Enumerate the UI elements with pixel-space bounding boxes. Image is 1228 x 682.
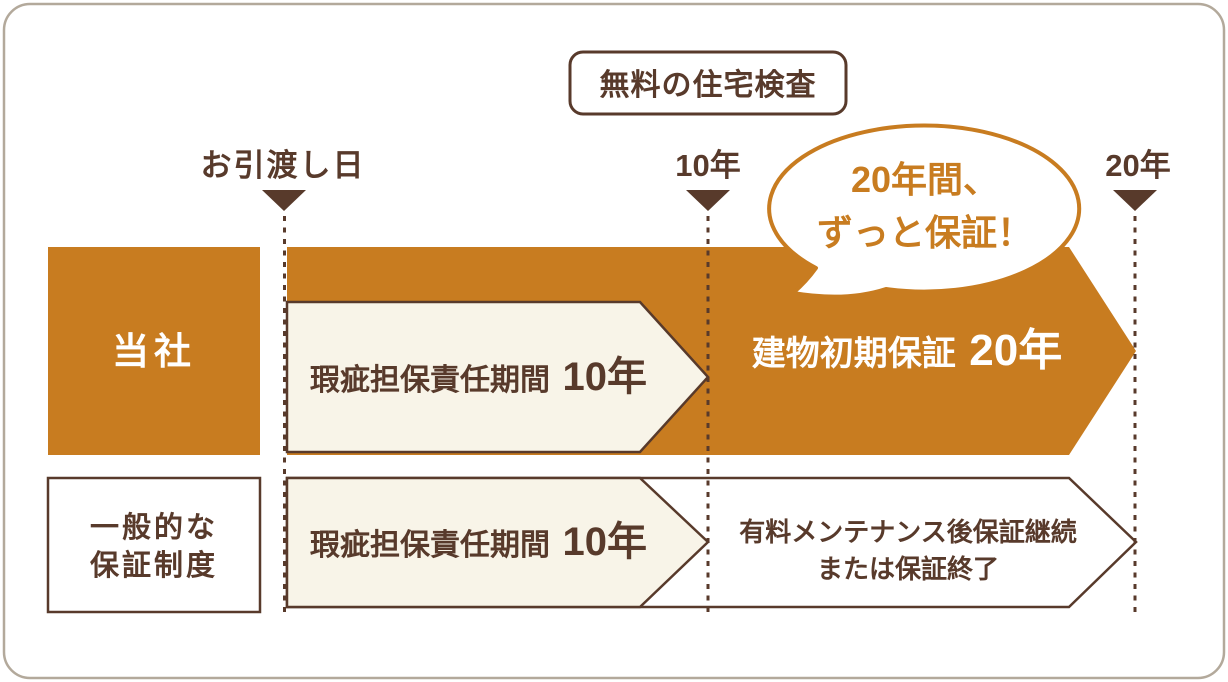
speech-bubble xyxy=(767,123,1082,299)
general-row-label-box xyxy=(46,476,262,614)
general-row-label-line2: 保証制度 xyxy=(89,549,218,582)
marker-triangle-start xyxy=(262,190,306,211)
timeline-label-20y: 20年 xyxy=(1105,148,1170,183)
paid-maintenance-label-line2: または保証終了 xyxy=(817,554,999,584)
paid-maintenance-label-line1: 有料メンテナンス後保証継続 xyxy=(739,517,1076,547)
timeline-label-start: お引渡し日 xyxy=(201,148,366,183)
timeline-label-10y: 10年 xyxy=(675,148,740,183)
initial-warranty-text: 建物初期保証 xyxy=(752,335,956,373)
inspection-label: 無料の住宅検査 xyxy=(600,68,817,102)
speech-bubble-line2: ずっと保証！ xyxy=(817,212,1033,253)
marker-triangle-10y xyxy=(686,190,730,211)
general-defect-liability-arrow xyxy=(285,476,710,609)
general-defect-liability-label: 瑕疵担保責任期間 10年 xyxy=(310,520,647,564)
company-row-label-box xyxy=(48,247,260,455)
company-row-label: 当社 xyxy=(112,331,196,372)
company-defect-liability-text: 瑕疵担保責任期間 xyxy=(310,363,550,397)
general-defect-liability-text: 瑕疵担保責任期間 xyxy=(310,528,550,562)
inspection-label-box xyxy=(568,50,848,116)
initial-warranty-label: 建物初期保証 20年 xyxy=(752,326,1062,375)
initial-warranty-value: 20年 xyxy=(969,326,1062,375)
general-row-label-line1: 一般的な xyxy=(90,510,218,544)
general-defect-liability-value: 10年 xyxy=(562,520,647,564)
speech-bubble-line1: 20年間、 xyxy=(851,159,999,200)
company-defect-liability-label: 瑕疵担保責任期間 10年 xyxy=(310,355,647,399)
company-defect-liability-value: 10年 xyxy=(562,355,647,399)
company-defect-liability-arrow xyxy=(285,300,710,454)
marker-triangle-20y xyxy=(1113,190,1157,211)
